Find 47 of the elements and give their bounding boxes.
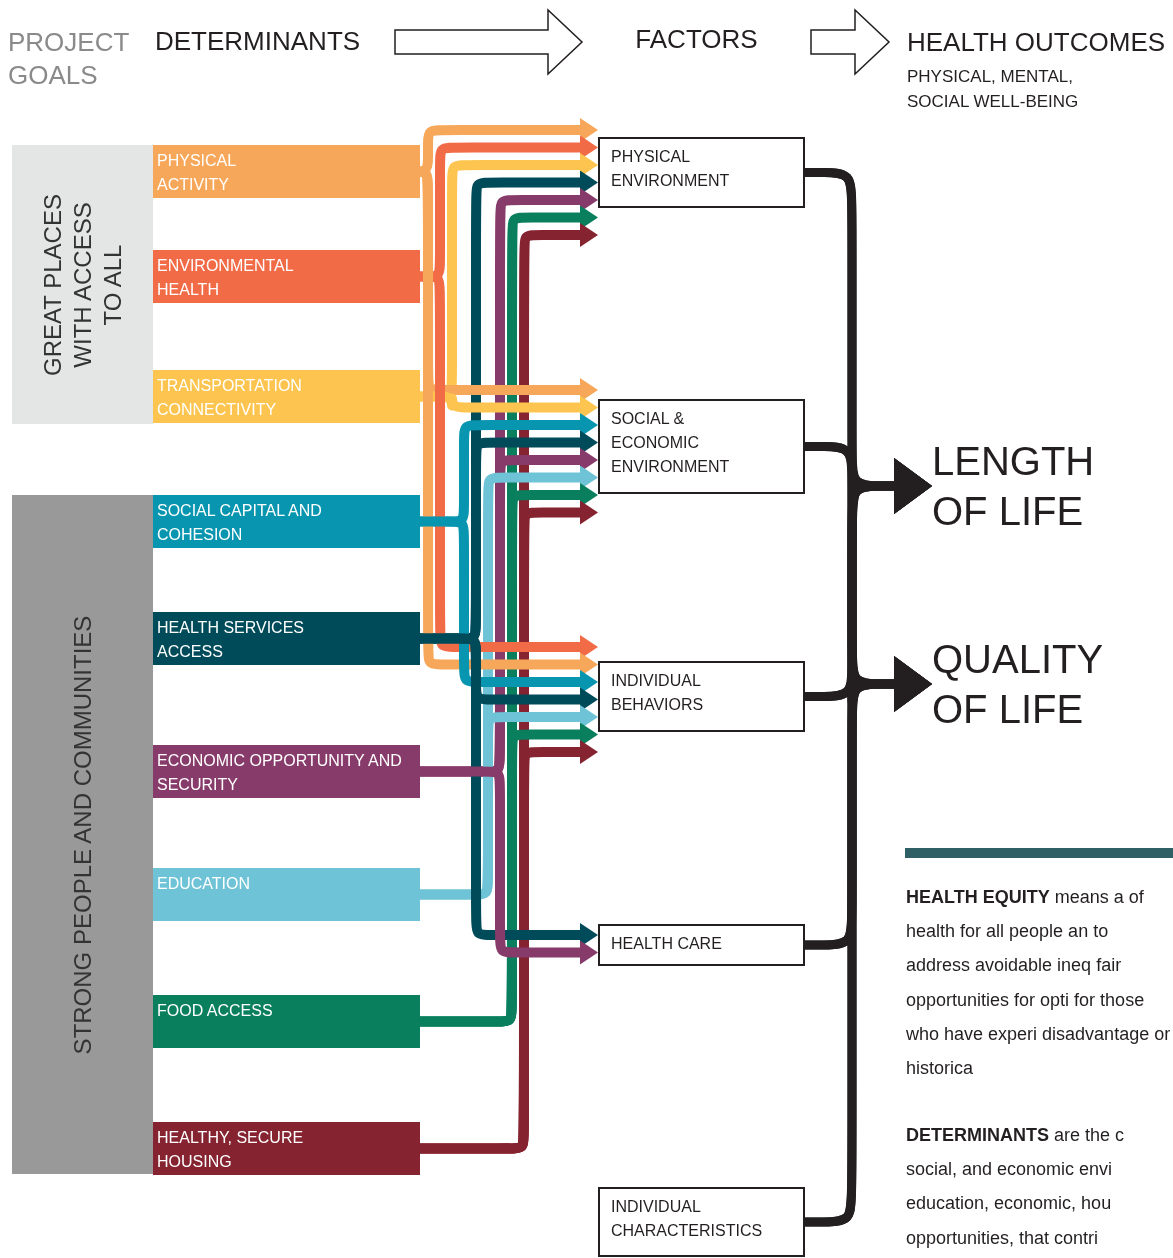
factor-box [598,1187,805,1257]
outcome-label: QUALITY OF LIFE [932,634,1132,734]
flow-ribbon [420,740,598,1154]
bar-label: TRANSPORTATION CONNECTIVITY [156,376,303,420]
group-band [12,145,153,424]
bar-label: SOCIAL CAPITAL AND COHESION [156,501,323,545]
determinant-bar [153,370,420,423]
definition-paragraph: DETERMINANTS are the c social, and economic envi education, economic, hou opportunities, that contri [906,1124,1126,1250]
factor-label: PHYSICAL ENVIRONMENT [611,147,731,191]
determinant-bar [153,745,420,798]
determinant-bar [153,250,420,303]
factor-label: INDIVIDUAL BEHAVIORS [611,671,705,715]
band-label: STRONG PEOPLE AND COMMUNITIES [67,614,97,1056]
definition-paragraph: HEALTH EQUITY means a of health for all people an to address avoidable ineq fair opportunities for opti for those who have experi disadvantage or historica [906,886,1172,1080]
block-arrow [810,8,891,76]
factor-label: SOCIAL & ECONOMIC ENVIRONMENT [611,409,731,477]
bar-label: HEALTHY, SECURE HOUSING [156,1128,305,1172]
factor-box [598,661,805,732]
flow-ribbon [420,705,598,900]
bar-label: HEALTH SERVICES ACCESS [156,618,305,662]
bar-label: ENVIRONMENTAL HEALTH [156,256,294,300]
column-heading: HEALTH OUTCOMES [907,26,1167,59]
determinant-bar [153,868,420,921]
bar-label: EDUCATION [156,874,252,894]
band-label: GREAT PLACES WITH ACCESS TO ALL [37,192,127,378]
determinant-bar [153,495,420,548]
bar-label: PHYSICAL ACTIVITY [156,151,237,195]
flow-ribbon [420,766,598,965]
flow-ribbon [420,722,598,1027]
bar-label: FOOD ACCESS [156,1001,274,1021]
determinant-bar [153,1122,420,1175]
factor-label: INDIVIDUAL CHARACTERISTICS [611,1197,761,1241]
determinant-bar [153,145,420,198]
factor-box [598,399,805,494]
determinant-bar [153,995,420,1048]
group-band [12,495,153,1174]
factor-label: HEALTH CARE [611,934,723,954]
outcome-label: LENGTH OF LIFE [932,436,1132,536]
determinant-bar [153,612,420,665]
section-heading: PROJECT GOALS [8,26,130,91]
subheading: PHYSICAL, MENTAL, SOCIAL WELL-BEING [907,65,1080,114]
factor-box [598,924,805,966]
factor-box [598,137,805,208]
block-arrow [394,8,584,76]
column-heading: DETERMINANTS [152,26,395,60]
column-heading: FACTORS [582,24,811,58]
bar-label: ECONOMIC OPPORTUNITY AND SECURITY [156,751,403,795]
